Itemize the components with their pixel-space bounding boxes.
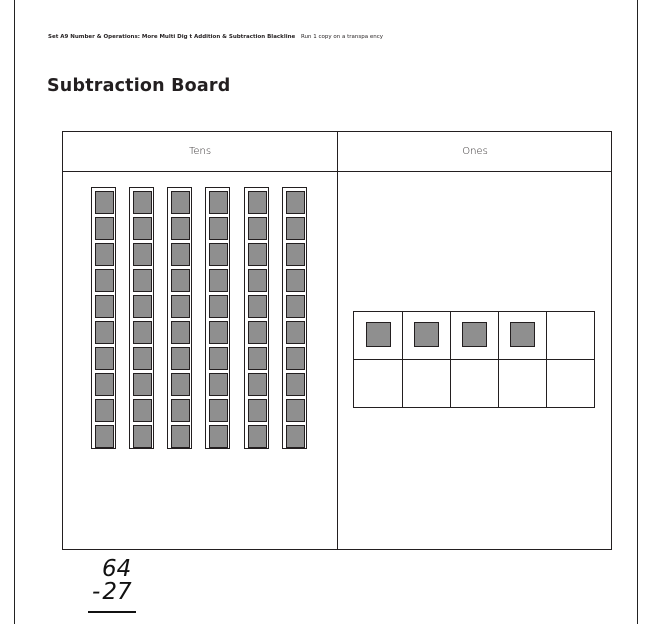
rod-unit bbox=[133, 191, 152, 214]
page-title: Subtraction Board bbox=[47, 76, 230, 96]
rod-unit bbox=[95, 191, 114, 214]
rod-unit bbox=[95, 321, 114, 344]
rod-unit bbox=[95, 295, 114, 318]
rod-unit bbox=[286, 373, 305, 396]
rod-unit bbox=[248, 217, 267, 240]
rod-unit bbox=[95, 373, 114, 396]
rod-unit bbox=[209, 295, 228, 318]
answer-line bbox=[88, 611, 136, 613]
rod-unit bbox=[209, 217, 228, 240]
rod-unit bbox=[209, 399, 228, 422]
rod-unit bbox=[95, 399, 114, 422]
rod-unit bbox=[209, 243, 228, 266]
subtraction-board: Tens Ones bbox=[62, 131, 612, 550]
rod-unit bbox=[95, 425, 114, 448]
rod-unit bbox=[133, 269, 152, 292]
unit-cube bbox=[414, 322, 439, 347]
rod-unit bbox=[133, 399, 152, 422]
ten-rod bbox=[205, 187, 230, 449]
rod-unit bbox=[248, 295, 267, 318]
header-divider bbox=[63, 171, 611, 172]
rod-unit bbox=[171, 347, 190, 370]
blackline-header: Set A9 Number & Operations: More Multi D… bbox=[48, 34, 383, 40]
rod-unit bbox=[133, 217, 152, 240]
rod-unit bbox=[209, 321, 228, 344]
rod-unit bbox=[286, 269, 305, 292]
rod-unit bbox=[209, 373, 228, 396]
handwritten-problem: 64 -27 bbox=[92, 558, 132, 606]
rod-unit bbox=[286, 321, 305, 344]
ten-rod bbox=[91, 187, 116, 449]
rod-unit bbox=[248, 243, 267, 266]
ones-column-header: Ones bbox=[338, 132, 612, 171]
rod-unit bbox=[209, 425, 228, 448]
rod-unit bbox=[286, 425, 305, 448]
unit-cube bbox=[510, 322, 535, 347]
subtrahend-line: -27 bbox=[92, 581, 132, 606]
ten-rod bbox=[129, 187, 154, 449]
copy-instruction: Run 1 copy on a transpa ency bbox=[301, 34, 383, 40]
rod-unit bbox=[133, 295, 152, 318]
rod-unit bbox=[286, 399, 305, 422]
ten-frame-row-divider bbox=[354, 359, 594, 360]
set-title: Set A9 Number & Operations: More Multi D… bbox=[48, 34, 295, 40]
rod-unit bbox=[248, 425, 267, 448]
rod-unit bbox=[209, 191, 228, 214]
rod-unit bbox=[248, 321, 267, 344]
rod-unit bbox=[95, 269, 114, 292]
rod-unit bbox=[95, 243, 114, 266]
rod-unit bbox=[171, 295, 190, 318]
rod-unit bbox=[286, 295, 305, 318]
rod-unit bbox=[133, 425, 152, 448]
rod-unit bbox=[209, 269, 228, 292]
rod-unit bbox=[171, 243, 190, 266]
rod-unit bbox=[171, 269, 190, 292]
rod-unit bbox=[133, 321, 152, 344]
rod-unit bbox=[286, 243, 305, 266]
rod-unit bbox=[286, 217, 305, 240]
ten-rod bbox=[244, 187, 269, 449]
rod-unit bbox=[133, 243, 152, 266]
subtrahend: 27 bbox=[102, 579, 131, 605]
ten-rod bbox=[282, 187, 307, 449]
rod-unit bbox=[133, 347, 152, 370]
rod-unit bbox=[95, 217, 114, 240]
rod-unit bbox=[248, 373, 267, 396]
rod-unit bbox=[171, 425, 190, 448]
minuend: 64 bbox=[92, 558, 132, 581]
rod-unit bbox=[133, 373, 152, 396]
rod-unit bbox=[171, 373, 190, 396]
rod-unit bbox=[286, 347, 305, 370]
ten-frame bbox=[353, 311, 595, 408]
rod-unit bbox=[209, 347, 228, 370]
rod-unit bbox=[171, 399, 190, 422]
rod-unit bbox=[248, 399, 267, 422]
rod-unit bbox=[248, 347, 267, 370]
ten-rod bbox=[167, 187, 192, 449]
rod-unit bbox=[171, 217, 190, 240]
rod-unit bbox=[248, 191, 267, 214]
rod-unit bbox=[248, 269, 267, 292]
unit-cube bbox=[462, 322, 487, 347]
rod-unit bbox=[171, 321, 190, 344]
minus-sign: - bbox=[92, 579, 100, 605]
rod-unit bbox=[286, 191, 305, 214]
unit-cube bbox=[366, 322, 391, 347]
column-divider bbox=[337, 132, 338, 549]
tens-column-header: Tens bbox=[63, 132, 337, 171]
rod-unit bbox=[95, 347, 114, 370]
rod-unit bbox=[171, 191, 190, 214]
